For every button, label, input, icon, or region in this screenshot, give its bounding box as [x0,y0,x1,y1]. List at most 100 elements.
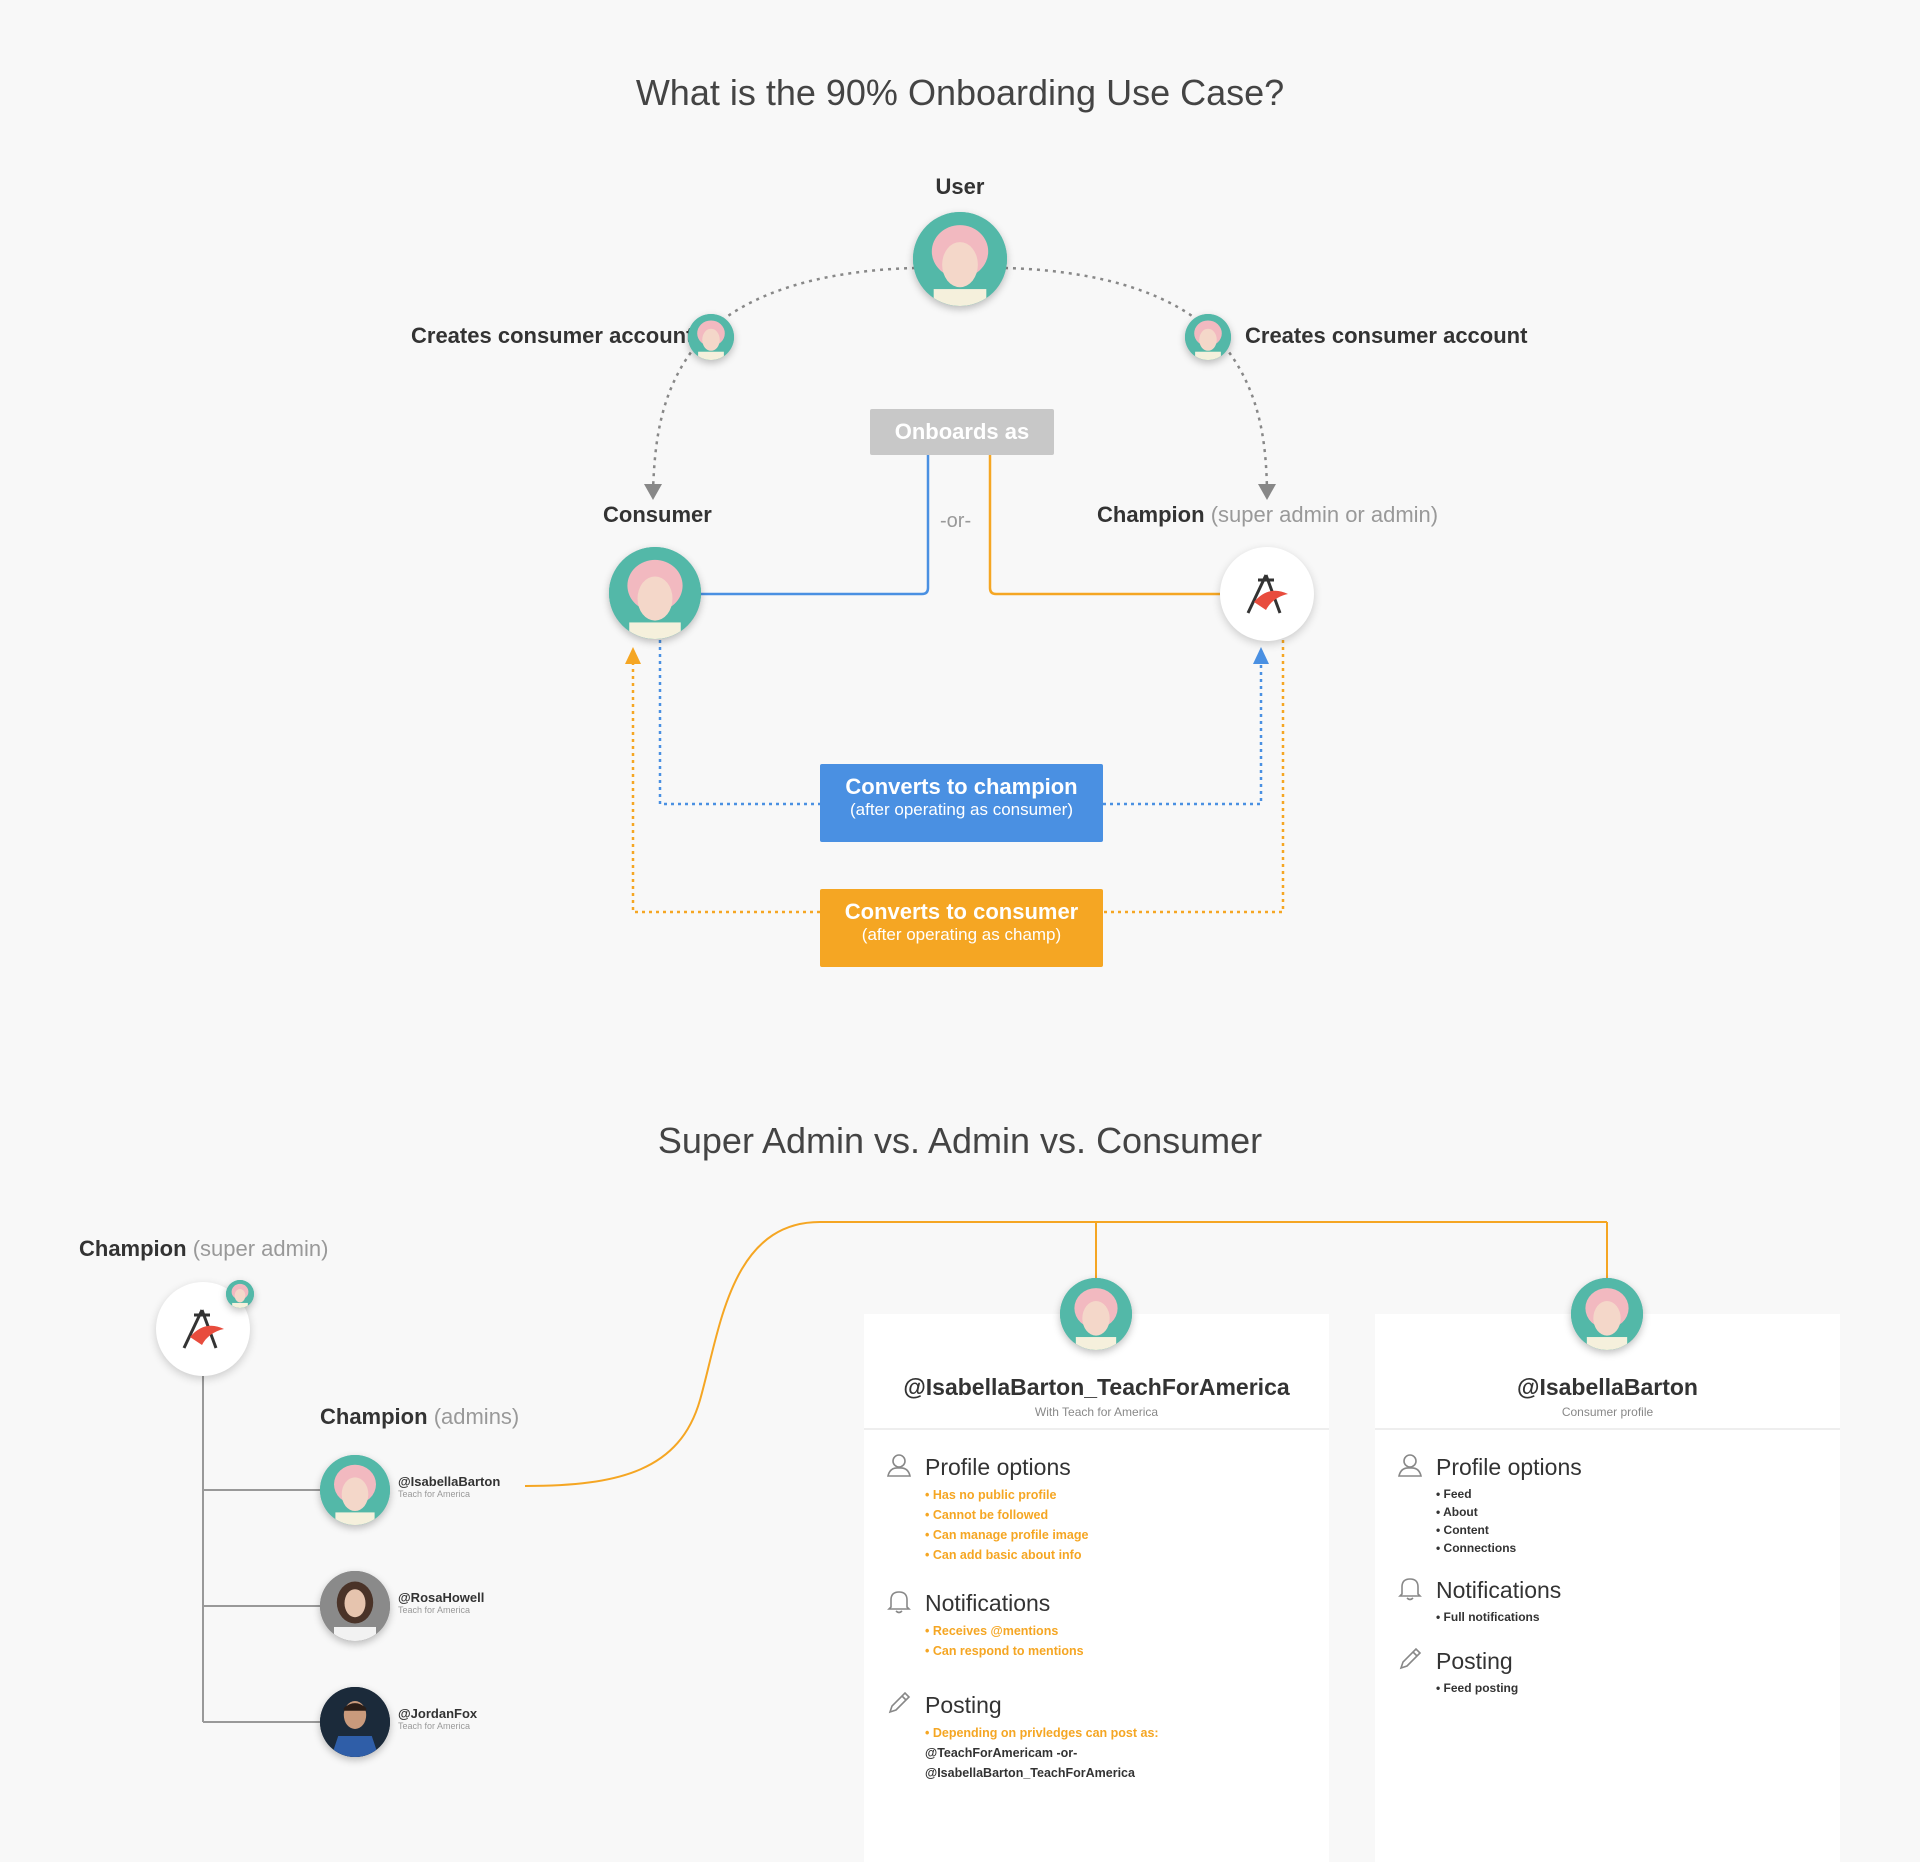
super-admin-label: Champion (super admin) [79,1236,328,1262]
admin-avatar-rosa[interactable] [320,1571,390,1641]
admin-org: Teach for America [398,1605,471,1615]
arrow-left [644,484,662,500]
consumer-card-name: @IsabellaBarton [1517,1374,1698,1400]
profile-options-title: Profile options [1436,1454,1582,1480]
consumer-notifications-section: Notifications • Full notifications [1436,1577,1561,1626]
super-admin-label-muted: (super admin) [192,1236,329,1261]
posting-item: • Depending on privledges can post as: [925,1726,1159,1740]
admin-handle: @JordanFox [398,1706,478,1721]
champion-logo-icon [1246,574,1288,614]
notification-item: • Can respond to mentions [925,1644,1084,1658]
creates-right-label: Creates consumer account [1245,323,1528,348]
converts-to-champion-box: Converts to champion (after operating as… [820,764,1103,842]
converts-to-consumer-box: Converts to consumer (after operating as… [820,889,1103,967]
consumer-card-avatar [1571,1278,1643,1350]
super-admin-label-text: Champion [79,1236,187,1261]
super-admin-logo-icon [182,1309,224,1349]
admin-handle: @IsabellaBarton [398,1474,501,1489]
section2-title: Super Admin vs. Admin vs. Consumer [657,1120,1263,1161]
notification-item: • Receives @mentions [925,1624,1059,1638]
or-label: -or- [940,510,972,532]
profile-item: • Feed [1436,1487,1472,1501]
converts-to-consumer-title: Converts to consumer [844,899,1079,924]
orange-dotted-right [1103,640,1285,914]
profile-item: • Can manage profile image [925,1528,1089,1542]
profile-item: • Connections [1436,1541,1517,1555]
onboard-orange-line [988,455,1220,596]
champion-card-header: @IsabellaBarton_TeachForAmerica With Tea… [864,1314,1329,1430]
onboard-blue-line [700,455,930,596]
profile-icon [887,1454,911,1477]
admin-avatar-isabella[interactable] [320,1455,390,1525]
champion-notifications-section: Notifications • Receives @mentions • Can… [925,1590,1084,1661]
creates-right-avatar [1185,314,1231,360]
profile-options-title: Profile options [925,1454,1071,1480]
admin-handle: @RosaHowell [398,1590,485,1605]
profile-item: • Content [1436,1523,1489,1537]
admin-item-jordan[interactable]: @JordanFox Teach for America [398,1706,477,1731]
admin-item-isabella[interactable]: @IsabellaBarton Teach for America [398,1474,500,1499]
user-avatar [913,212,1007,306]
creates-left-label: Creates consumer account [411,323,694,348]
admin-org: Teach for America [398,1721,471,1731]
champion-posting-section: Posting • Depending on privledges can po… [925,1692,1159,1783]
arc-right [1004,266,1269,491]
notification-item: • Full notifications [1436,1610,1540,1624]
posting-handle-option: @IsabellaBarton_TeachForAmerica [925,1766,1135,1780]
consumer-avatar [609,547,701,639]
consumer-card-header: @IsabellaBarton Consumer profile [1375,1314,1840,1430]
consumer-posting-section: Posting • Feed posting [1436,1648,1518,1697]
champion-profile-section: Profile options • Has no public profile … [925,1454,1088,1565]
champion-card-sub: With Teach for America [1034,1405,1159,1419]
profile-item: • Can add basic about info [925,1548,1082,1562]
orange-arrow [625,647,641,664]
orange-dotted-left [631,664,820,914]
profile-icon [1398,1454,1422,1477]
admin-avatar-jordan[interactable] [320,1687,390,1757]
orange-curve [524,1221,1607,1487]
arc-left [651,266,916,491]
champion-card-avatar [1060,1278,1132,1350]
admin-org: Teach for America [398,1489,471,1499]
admins-label-muted: (admins) [433,1404,520,1429]
admins-label: Champion (admins) [320,1404,519,1430]
creates-left-avatar [688,314,734,360]
pencil-icon [1399,1647,1422,1670]
blue-dotted-left [658,640,820,806]
consumer-profile-card: @IsabellaBarton Consumer profile Profile… [1375,1314,1840,1862]
bell-icon [887,1591,911,1614]
consumer-card-sub: Consumer profile [1561,1405,1654,1419]
converts-to-champion-sub: (after operating as consumer) [850,800,1073,819]
arrow-right [1258,484,1276,500]
consumer-label: Consumer [603,502,712,527]
converts-to-consumer-sub: (after operating as champ) [861,925,1062,944]
profile-item: • About [1436,1505,1478,1519]
user-label: User [935,174,985,199]
champion-logo-circle [1220,547,1314,641]
posting-title: Posting [1436,1648,1513,1674]
onboards-as-label: Onboards as [894,419,1030,444]
admin-item-rosa[interactable]: @RosaHowell Teach for America [398,1590,484,1615]
posting-handle-option: @TeachForAmericam -or- [925,1746,1078,1760]
converts-to-champion-title: Converts to champion [845,774,1078,799]
bell-icon [1398,1578,1422,1601]
blue-dotted-right [1103,660,1263,806]
blue-arrow [1253,647,1269,664]
posting-item: • Feed posting [1436,1681,1519,1695]
profile-item: • Cannot be followed [925,1508,1049,1522]
notifications-title: Notifications [1436,1577,1562,1603]
champion-label-muted: (super admin or admin) [1210,502,1439,527]
champion-label-text: Champion [1097,502,1205,527]
champion-profile-card: @IsabellaBarton_TeachForAmerica With Tea… [864,1314,1329,1862]
pencil-icon [888,1691,911,1714]
posting-title: Posting [925,1692,1002,1718]
champion-label: Champion (super admin or admin) [1097,502,1438,528]
notifications-title: Notifications [925,1590,1051,1616]
super-admin-mini-avatar [226,1280,254,1308]
champion-card-name: @IsabellaBarton_TeachForAmerica [903,1374,1290,1400]
onboards-as-box: Onboards as [870,409,1054,455]
consumer-profile-section: Profile options • Feed • About • Content… [1436,1454,1582,1557]
section1-title: What is the 90% Onboarding Use Case? [635,72,1285,113]
profile-item: • Has no public profile [925,1488,1057,1502]
admins-label-text: Champion [320,1404,428,1429]
